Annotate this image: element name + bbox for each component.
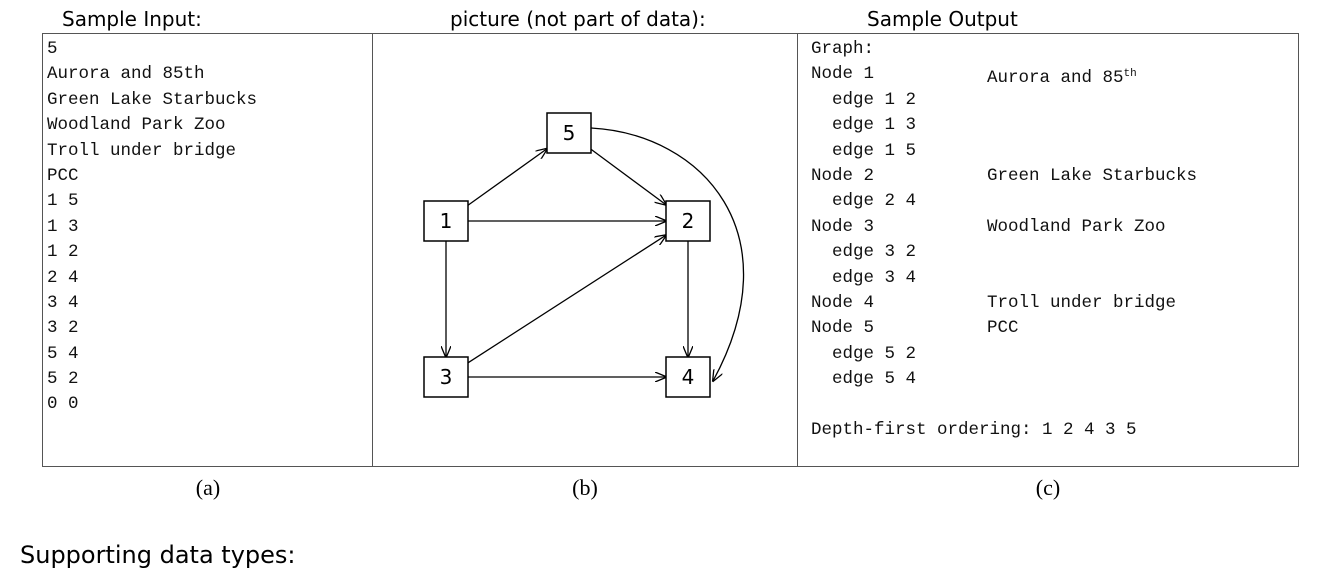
caption-b: (b) <box>572 475 598 500</box>
output-row-text: edge 1 3 <box>811 115 917 136</box>
node-box <box>665 200 711 242</box>
node-name: Green Lake Starbucks <box>987 165 1198 186</box>
input-line: 3 2 <box>47 318 79 339</box>
input-line: 5 <box>47 39 58 59</box>
output-node-row: Node 4 Troll under bridge <box>811 291 1291 316</box>
graph-node-1: 1 <box>423 200 469 242</box>
output-edge-row: edge 1 2 <box>811 88 1291 113</box>
output-edge-row: edge 2 4 <box>811 189 1291 214</box>
output-row-text: Node 4 <box>811 292 875 313</box>
node-box <box>423 200 469 242</box>
output-edge-row: edge 5 2 <box>811 342 1291 367</box>
caption-c: (c) <box>1035 475 1061 500</box>
graph-node-5: 5 <box>546 112 592 154</box>
input-line: 1 3 <box>47 216 79 237</box>
input-line: 1 2 <box>47 242 79 263</box>
output-node-row: Node 1 Aurora and 85th <box>811 62 1291 88</box>
output-row-text: Node 3 <box>811 216 875 237</box>
graph-node-4: 4 <box>665 356 711 398</box>
node-name: Woodland Park Zoo <box>987 216 1166 237</box>
node-name: Troll under bridge <box>987 292 1177 313</box>
input-line: 1 5 <box>47 191 79 212</box>
node-name: PCC <box>987 318 1019 339</box>
output-row-text: edge 3 2 <box>811 242 917 263</box>
output-edge-row: edge 3 2 <box>811 240 1291 265</box>
edge-5-2 <box>590 148 666 204</box>
output-row-text: edge 5 4 <box>811 369 917 390</box>
figure-frame <box>42 33 1299 467</box>
output-row-text: Node 5 <box>811 318 875 339</box>
input-line: 2 4 <box>47 267 79 288</box>
output-row-text: edge 1 5 <box>811 140 917 161</box>
output-edge-row: edge 1 3 <box>811 113 1291 138</box>
node-name: Aurora and 85th <box>987 68 1137 89</box>
output-edge-row: edge 3 4 <box>811 266 1291 291</box>
output-row-text: edge 5 2 <box>811 343 917 364</box>
node-label: 4 <box>682 365 695 389</box>
edge-1-5 <box>467 149 547 206</box>
output-row-text: Node 1 <box>811 64 875 85</box>
input-line: Troll under bridge <box>47 140 237 161</box>
output-node-row: Node 3 Woodland Park Zoo <box>811 215 1291 240</box>
node-box <box>423 356 469 398</box>
output-row-text: edge 3 4 <box>811 267 917 288</box>
output-blank-line <box>811 392 1291 417</box>
node-label: 1 <box>440 209 453 233</box>
panel-divider-right <box>797 33 798 467</box>
graph-node-3: 3 <box>423 356 469 398</box>
output-node-row: Node 2 Green Lake Starbucks <box>811 164 1291 189</box>
graph-picture: 1 2 3 4 5 <box>423 112 745 398</box>
output-node-row: Node 5 PCC <box>811 316 1291 341</box>
node-box <box>665 356 711 398</box>
node-box <box>546 112 592 154</box>
input-line: 3 4 <box>47 292 79 313</box>
input-line: Aurora and 85th <box>47 64 205 85</box>
node-label: 2 <box>682 209 695 233</box>
edge-3-2 <box>467 235 666 364</box>
caption-a: (a) <box>195 475 221 500</box>
input-line: 0 0 <box>47 394 79 415</box>
input-line: 5 2 <box>47 369 79 390</box>
picture-heading: picture (not part of data): <box>450 7 706 31</box>
depth-first-ordering: Depth-first ordering: 1 2 4 3 5 <box>811 419 1137 440</box>
output-title: Graph: <box>811 39 875 59</box>
output-edge-row: edge 1 5 <box>811 139 1291 164</box>
output-row-text: edge 2 4 <box>811 191 917 212</box>
sample-output-heading: Sample Output <box>867 7 1018 31</box>
sample-output-panel: Graph: Node 1 Aurora and 85th edge 1 2 edg… <box>811 37 1291 443</box>
output-row-text: edge 1 2 <box>811 89 917 110</box>
node-label: 3 <box>440 365 453 389</box>
supporting-data-types-heading: Supporting data types: <box>20 541 296 569</box>
sample-input-heading: Sample Input: <box>62 7 202 31</box>
edge-5-4 <box>590 127 745 381</box>
node-name-superscript: th <box>1123 68 1137 81</box>
input-line: Green Lake Starbucks <box>47 89 258 110</box>
panel-divider-left <box>372 33 373 467</box>
input-line: PCC <box>47 165 79 186</box>
node-label: 5 <box>563 121 576 145</box>
output-edge-row: edge 5 4 <box>811 367 1291 392</box>
graph-node-2: 2 <box>665 200 711 242</box>
input-line: Woodland Park Zoo <box>47 115 226 136</box>
output-row-text: Node 2 <box>811 165 875 186</box>
input-line: 5 4 <box>47 343 79 364</box>
